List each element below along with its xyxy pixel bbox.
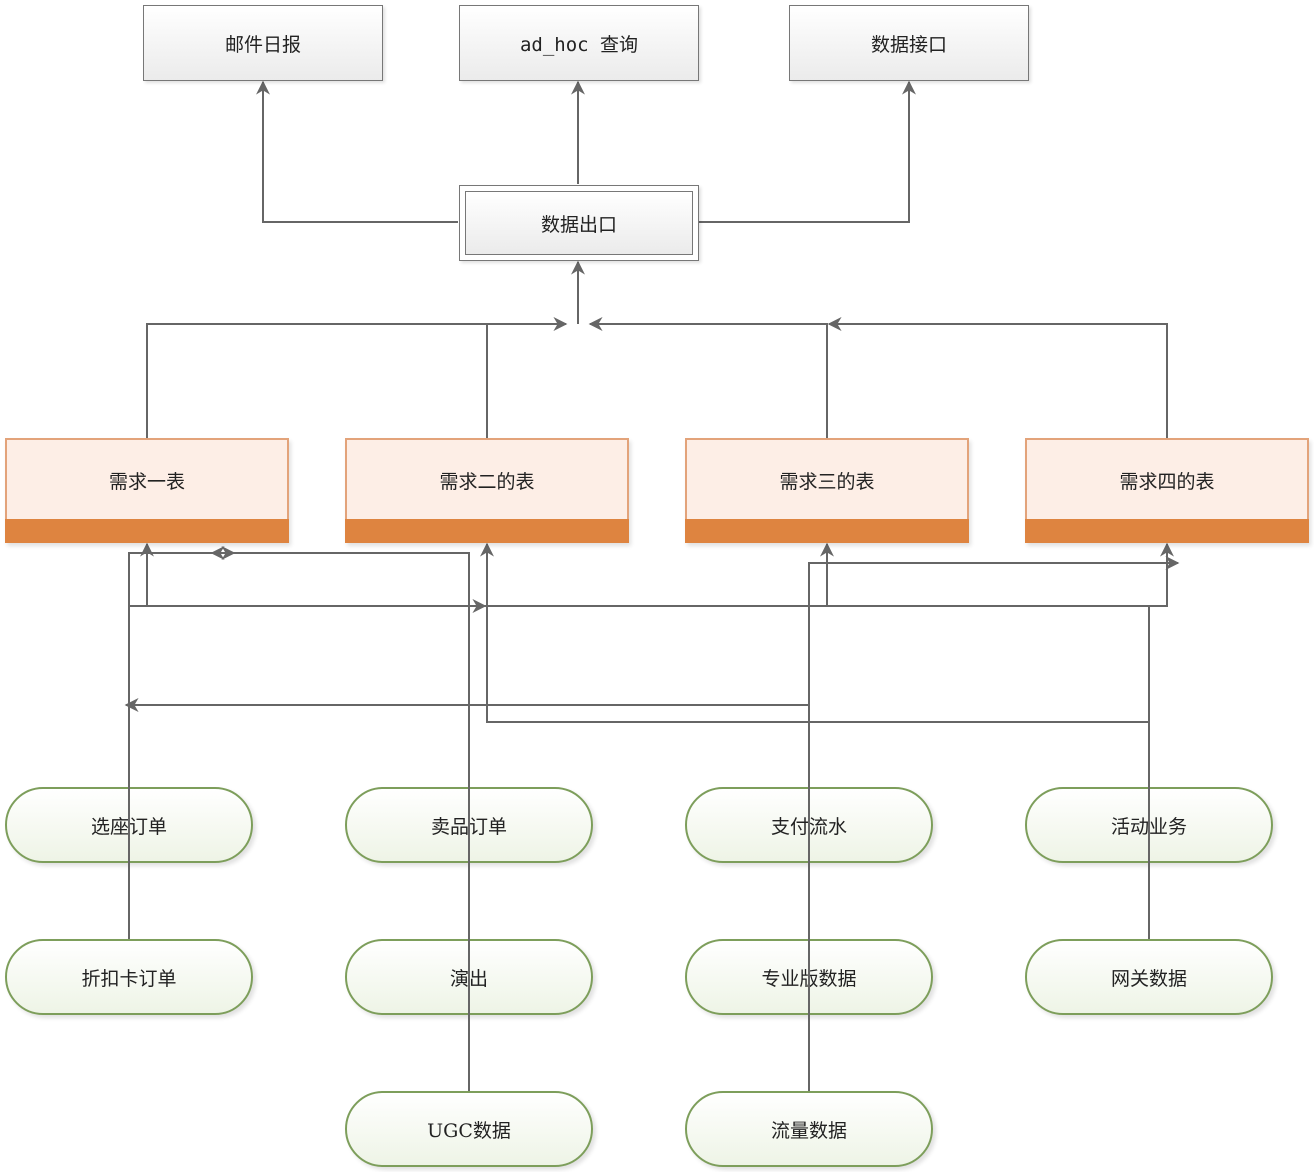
source-label: 网关数据 <box>1110 967 1187 990</box>
output-adhoc-query: ad_hoc 查询 <box>459 5 699 81</box>
requirement-table-bar <box>1025 519 1309 543</box>
edge-ugc-to-table1 <box>210 546 470 1091</box>
source-label: 流量数据 <box>770 1119 847 1142</box>
requirement-table-bar <box>685 519 969 543</box>
data-export-node: 数据出口 <box>459 185 699 261</box>
requirement-table-4: 需求四的表 <box>1025 438 1309 543</box>
edge-traffic-to-table4 <box>808 556 1180 1091</box>
requirement-table-label: 需求二的表 <box>439 470 535 493</box>
output-data-api: 数据接口 <box>789 5 1029 81</box>
edge-export-to-data-api <box>699 80 916 223</box>
requirement-table-bar <box>5 519 289 543</box>
edge-gateway-to-table2 <box>480 542 1150 939</box>
requirement-table-3: 需求三的表 <box>685 438 969 543</box>
data-export-label: 数据出口 <box>540 213 617 236</box>
output-label: 邮件日报 <box>224 33 301 56</box>
output-email-report: 邮件日报 <box>143 5 383 81</box>
edge-table3-to-bus <box>588 317 828 438</box>
source-gateway-data: 网关数据 <box>1025 939 1273 1015</box>
requirement-table-bar <box>345 519 629 543</box>
requirement-table-1: 需求一表 <box>5 438 289 543</box>
requirement-table-label: 需求一表 <box>108 470 185 493</box>
data-export-inner: 数据出口 <box>465 191 693 255</box>
source-ugc-data: UGC数据 <box>345 1091 593 1167</box>
output-label: ad_hoc 查询 <box>519 33 639 56</box>
edge-discount-card-to-table1 <box>128 546 236 939</box>
requirement-table-label: 需求三的表 <box>779 470 875 493</box>
requirement-table-label: 需求四的表 <box>1119 470 1215 493</box>
edge-table1-to-bus <box>146 317 568 438</box>
source-label: UGC数据 <box>427 1119 511 1142</box>
source-label: 折扣卡订单 <box>81 967 177 990</box>
source-traffic-data: 流量数据 <box>685 1091 933 1167</box>
edge-export-to-email-report <box>256 80 458 223</box>
edge-table4-to-bus <box>827 317 1168 438</box>
source-discount-card-order: 折扣卡订单 <box>5 939 253 1015</box>
requirement-table-2: 需求二的表 <box>345 438 629 543</box>
output-label: 数据接口 <box>870 33 947 56</box>
